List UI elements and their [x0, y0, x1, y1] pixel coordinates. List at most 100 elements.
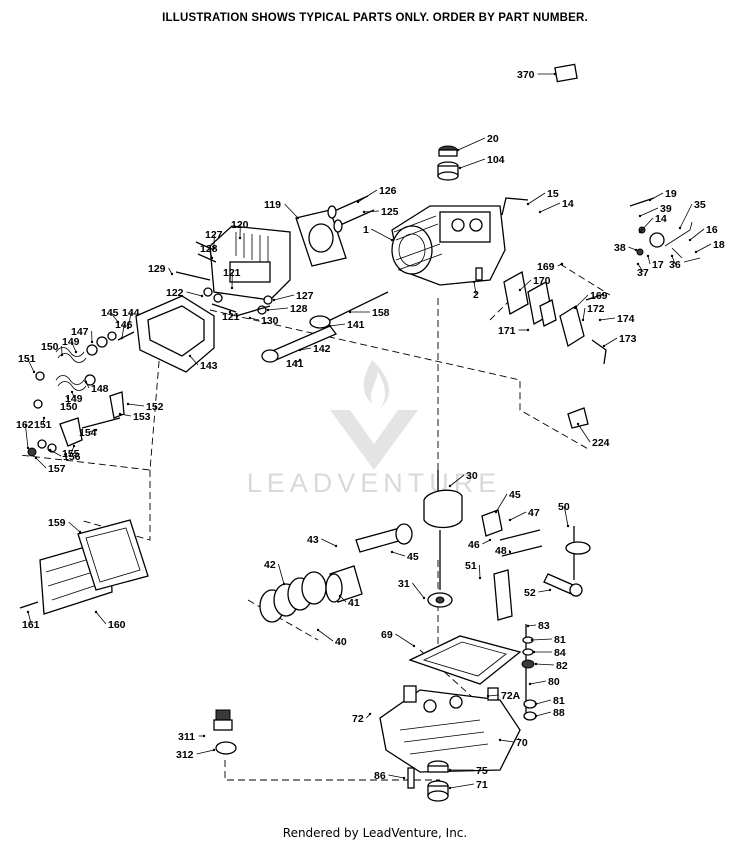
callout-121: 121 — [223, 267, 241, 290]
callout-number: 141 — [347, 319, 365, 331]
callout-number: 153 — [133, 411, 151, 423]
callout-number: 48 — [495, 545, 507, 557]
callout-158: 158 — [348, 307, 390, 319]
callout-number: 14 — [655, 213, 667, 225]
leader-arrow — [488, 538, 492, 542]
leader-arrow — [534, 662, 538, 666]
leader-arrow — [212, 246, 216, 250]
callout-14: 14 — [538, 198, 574, 214]
leader-arrow — [248, 316, 252, 320]
leader-arrow — [532, 650, 536, 654]
callout-130: 130 — [248, 315, 279, 327]
callout-number: 170 — [533, 275, 551, 287]
callout-128: 128 — [200, 243, 218, 260]
callout-82: 82 — [534, 660, 568, 672]
leader-line — [388, 774, 405, 779]
callout-number: 119 — [264, 199, 281, 211]
callout-number: 157 — [48, 463, 66, 475]
leader-arrow — [78, 530, 82, 534]
callout-51: 51 — [465, 560, 482, 580]
callout-153: 153 — [118, 411, 151, 423]
callout-number: 129 — [148, 263, 166, 275]
callout-number: 41 — [348, 597, 360, 609]
leader-line — [679, 203, 693, 229]
callout-number: 146 — [115, 319, 133, 331]
callout-127: 127 — [272, 290, 314, 302]
callout-17: 17 — [646, 254, 664, 271]
shaft-80-83 — [521, 624, 537, 721]
leader-arrow — [494, 510, 498, 514]
callout-312: 312 — [176, 748, 216, 761]
callout-number: 172 — [587, 303, 605, 315]
leader-arrow — [573, 306, 577, 310]
leader-line — [479, 564, 481, 579]
callout-81: 81 — [534, 695, 565, 707]
callout-126: 126 — [356, 185, 397, 204]
callout-number: 154 — [79, 427, 97, 439]
callout-number: 70 — [516, 737, 528, 749]
leader-line — [27, 611, 32, 625]
callout-number: 147 — [71, 326, 89, 338]
callout-169: 169 — [573, 290, 608, 310]
callout-162: 162 — [16, 419, 34, 450]
plug-311-312 — [213, 709, 237, 755]
callout-number: 2 — [473, 289, 479, 301]
callout-151: 151 — [34, 416, 52, 431]
leader-arrow — [448, 786, 452, 790]
callout-19: 19 — [648, 188, 677, 202]
reed-valve-assembly-169-174 — [503, 270, 607, 365]
callout-169: 169 — [537, 261, 564, 273]
callout-number: 30 — [466, 470, 478, 482]
footer-credit: Rendered by LeadVenture, Inc. — [282, 826, 468, 840]
leader-arrow — [390, 550, 394, 554]
leader-arrow — [458, 166, 462, 170]
callout-15: 15 — [526, 188, 559, 206]
retainers-144-148 — [84, 331, 135, 386]
leader-arrow — [390, 238, 394, 242]
callout-141: 141 — [286, 358, 304, 370]
callout-157: 157 — [34, 456, 66, 475]
callout-number: 72A — [501, 690, 521, 702]
callout-number: 71 — [476, 779, 488, 791]
leader-line — [186, 291, 203, 297]
leader-arrow — [526, 328, 530, 332]
leader-line — [127, 311, 132, 329]
callout-120: 120 — [231, 219, 249, 240]
leader-arrow — [560, 262, 564, 266]
bolts-121-122 — [203, 287, 237, 313]
leader-arrow — [72, 444, 76, 448]
leader-arrow — [448, 484, 452, 488]
callout-146: 146 — [115, 319, 133, 340]
callout-104: 104 — [458, 154, 505, 170]
callout-number: 311 — [178, 731, 195, 743]
callout-number: 69 — [381, 629, 393, 641]
callout-143: 143 — [188, 354, 218, 372]
callout-number: 86 — [374, 770, 386, 782]
leader-line — [509, 511, 527, 521]
callout-88: 88 — [534, 707, 565, 719]
leader-line — [339, 595, 347, 603]
callout-number: 148 — [91, 383, 109, 395]
callout-48: 48 — [495, 545, 512, 557]
leader-line — [563, 505, 569, 527]
callout-50: 50 — [558, 501, 570, 528]
screw-161 — [19, 601, 39, 609]
leader-line — [95, 611, 107, 625]
callout-30: 30 — [448, 470, 478, 488]
leader-line — [628, 246, 637, 251]
leader-arrow — [60, 353, 64, 357]
callout-224: 224 — [576, 422, 610, 449]
leader-line — [278, 563, 285, 585]
callout-145: 145 — [101, 307, 120, 324]
leader-arrow — [478, 576, 482, 580]
leader-line — [49, 449, 62, 457]
callout-141: 141 — [328, 319, 365, 331]
callout-number: 19 — [665, 188, 677, 200]
leader-arrow — [230, 286, 234, 290]
callout-172: 172 — [581, 303, 605, 322]
leader-line — [321, 538, 337, 547]
leader-line — [119, 413, 132, 417]
leader-line — [449, 474, 465, 487]
leader-line — [317, 629, 334, 642]
